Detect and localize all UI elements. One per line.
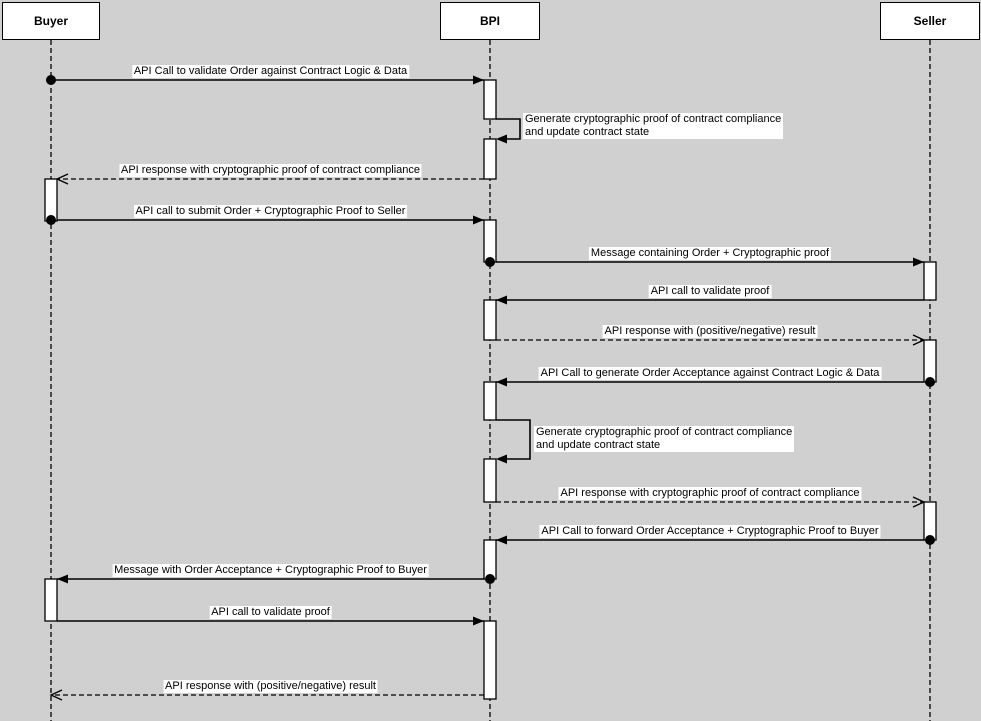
actor-box-buyer: Buyer [2, 2, 100, 40]
message-label: API response with (positive/negative) re… [602, 325, 818, 338]
arrowhead-solid-icon [57, 574, 68, 584]
activation-bar-bpi [483, 219, 497, 263]
actor-box-bpi: BPI [440, 2, 540, 40]
activation-bar-bpi [483, 458, 497, 503]
activation-bar-bpi [483, 381, 497, 421]
actor-box-seller: Seller [880, 2, 980, 40]
arrowhead-solid-icon [496, 377, 507, 387]
actor-label: Seller [913, 14, 947, 28]
source-dot-icon [485, 574, 495, 584]
activation-bar-bpi [483, 539, 497, 580]
self-message-label: Generate cryptographic proof of contract… [534, 426, 795, 452]
arrowhead-solid-icon [473, 616, 484, 626]
message-label: API Call to forward Order Acceptance + C… [539, 525, 881, 538]
activation-bar-bpi [483, 620, 497, 700]
source-dot-icon [925, 535, 935, 545]
message-label: API response with cryptographic proof of… [558, 487, 862, 500]
activation-bar-seller [923, 261, 937, 301]
arrowhead-solid-icon [913, 257, 924, 267]
arrowhead-open-icon [912, 496, 926, 508]
message-label: API Call to generate Order Acceptance ag… [538, 367, 882, 380]
arrowhead-open-icon [912, 334, 926, 346]
activation-bar-seller [923, 501, 937, 541]
message-label: Message with Order Acceptance + Cryptogr… [112, 564, 429, 577]
self-message-label: Generate cryptographic proof of contract… [523, 113, 784, 139]
arrowhead-solid-icon [496, 295, 507, 305]
arrowhead-solid-icon [496, 535, 507, 545]
activation-bar-buyer [44, 578, 58, 622]
message-label: API response with (positive/negative) re… [163, 680, 378, 693]
message-label: API call to submit Order + Cryptographic… [133, 205, 408, 218]
source-dot-icon [925, 377, 935, 387]
actor-label: BPI [479, 14, 500, 28]
activation-bar-bpi [483, 79, 497, 120]
arrowhead-solid-icon [473, 215, 484, 225]
arrowhead-open-icon [49, 689, 63, 701]
message-label: API response with cryptographic proof of… [119, 164, 422, 177]
actor-label: Buyer [33, 14, 68, 28]
arrowhead-solid-icon [473, 75, 484, 85]
self-message-line [496, 118, 521, 140]
activation-bar-seller [923, 339, 937, 383]
activation-bar-buyer [44, 178, 58, 222]
message-label: Message containing Order + Cryptographic… [588, 247, 832, 260]
source-dot-icon [46, 75, 56, 85]
arrowhead-solid-icon [496, 454, 507, 464]
activation-bar-bpi [483, 138, 497, 180]
arrowhead-solid-icon [496, 134, 507, 144]
message-label: API call to validate proof [648, 285, 772, 298]
self-message-line [496, 419, 531, 460]
message-label: API call to validate proof [209, 606, 332, 619]
activation-bar-bpi [483, 299, 497, 341]
message-label: API Call to validate Order against Contr… [131, 65, 410, 78]
arrowhead-open-icon [55, 173, 69, 185]
source-dot-icon [485, 257, 495, 267]
source-dot-icon [46, 215, 56, 225]
